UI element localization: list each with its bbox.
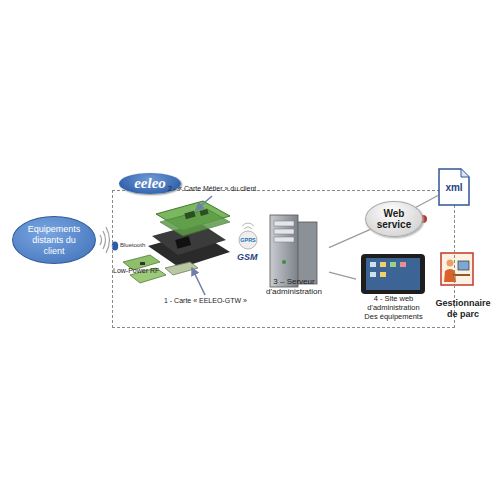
- gprs-badge: [239, 231, 257, 249]
- pointer-arrow: [192, 268, 205, 295]
- part-label: Low-Power RF: [113, 267, 159, 274]
- server-illustration: [270, 215, 317, 287]
- part-label: GPRS: [239, 237, 257, 243]
- node-text: 4 - Site web d'administration Des équipe…: [361, 294, 427, 321]
- node-text: Web service: [372, 208, 416, 230]
- admin-site-node: 4 - Site web d'administration Des équipe…: [356, 253, 431, 325]
- user-icon: [441, 253, 473, 285]
- antenna-waves: [242, 223, 254, 229]
- web-service-ellipse: Web service: [365, 201, 423, 237]
- connector-line: [329, 272, 356, 279]
- fleet-manager-node: Gestionnaire de parc: [432, 250, 494, 322]
- node-text: xml: [445, 182, 462, 193]
- connector-line: [329, 229, 370, 247]
- node-text: Gestionnaire de parc: [432, 298, 494, 320]
- wireless-symbol: [100, 227, 110, 253]
- system-boundary: eeleo3 – Serveur d'administrationWeb ser…: [112, 190, 455, 328]
- server-node: 3 – Serveur d'administration: [259, 213, 329, 313]
- part-label: 2 - « Carte Métier » du client: [168, 185, 256, 192]
- part-label: 1 - Carte « EELEO-GTW »: [164, 297, 247, 304]
- part-label: Bluetooth: [120, 242, 145, 248]
- node-text: 3 – Serveur d'administration: [261, 277, 327, 297]
- tablet-illustration: [361, 254, 425, 294]
- part-label: GSM: [237, 252, 258, 262]
- connector-line: [416, 196, 438, 208]
- pointer-arrow: [196, 196, 212, 210]
- xml-document: xml: [438, 168, 470, 206]
- client-equipment-ellipse: Equipements distants du client: [12, 216, 96, 264]
- node-text: Equipements distants du client: [21, 224, 87, 257]
